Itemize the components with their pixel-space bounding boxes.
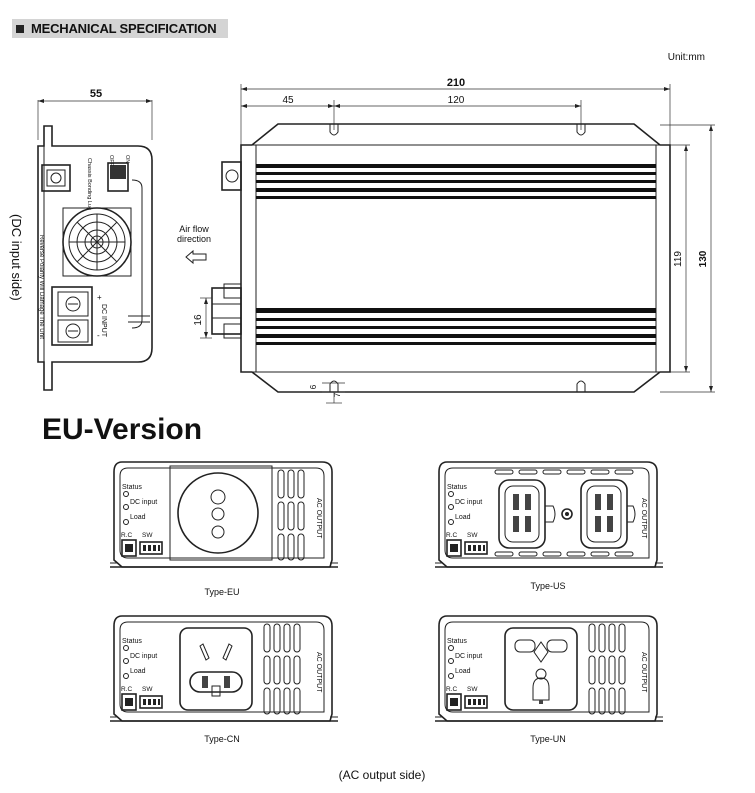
ac-output-label: AC OUTPUT <box>640 498 647 539</box>
dim-inner-height: 119 <box>673 251 684 267</box>
dim-bracket: 16 <box>193 314 204 326</box>
sw-label: SW <box>467 532 478 539</box>
top-view: 210 45 120 119 130 <box>193 77 715 404</box>
sw-label: SW <box>142 532 153 539</box>
rc-label: R.C <box>121 686 133 693</box>
dc-input-led-label: DC input <box>455 499 482 506</box>
ac-output-side-label: (AC output side) <box>339 768 426 782</box>
switch-off-label: OFF <box>108 155 114 167</box>
type-un-label: Type-UN <box>530 734 566 744</box>
status-label: Status <box>447 638 467 645</box>
dc-input-led-label: DC input <box>130 653 157 660</box>
dc-input-led-label: DC input <box>130 499 157 506</box>
dim-hole-spacing: 120 <box>448 95 465 106</box>
dim-foot-a: 6 <box>309 384 318 389</box>
side-view: 55 ON OFF Chassis Bonding Lug Reverse Po… <box>37 88 153 391</box>
rc-label: R.C <box>446 532 458 539</box>
unit-label: Unit:mm <box>668 52 705 63</box>
ac-output-label: AC OUTPUT <box>640 652 647 693</box>
ac-output-label: AC OUTPUT <box>315 652 322 693</box>
load-label: Load <box>455 668 471 675</box>
load-label: Load <box>130 514 146 521</box>
section-header: MECHANICAL SPECIFICATION <box>12 19 228 38</box>
status-label: Status <box>122 638 142 645</box>
rc-label: R.C <box>446 686 458 693</box>
panel-type-cn: Status DC input Load R.C SW AC OUTPUT <box>109 615 339 722</box>
ground-label: Chassis Bonding Lug <box>86 158 92 210</box>
dc-input-label: DC INPUT <box>100 304 107 338</box>
dim-total-length: 210 <box>447 77 465 89</box>
dim-offset: 45 <box>282 95 294 106</box>
type-cn-label: Type-CN <box>204 734 240 744</box>
sw-label: SW <box>467 686 478 693</box>
load-label: Load <box>130 668 146 675</box>
plus-label: + <box>97 293 102 302</box>
sw-label: SW <box>142 686 153 693</box>
dc-input-led-label: DC input <box>455 653 482 660</box>
switch-on-label: ON <box>124 155 130 163</box>
status-label: Status <box>122 484 142 491</box>
load-label: Load <box>455 514 471 521</box>
header-square-icon <box>16 25 24 33</box>
version-title: EU-Version <box>42 413 202 446</box>
header-title: MECHANICAL SPECIFICATION <box>31 21 217 36</box>
airflow-line2: direction <box>177 234 211 244</box>
type-us-label: Type-US <box>530 581 565 591</box>
dim-total-height: 130 <box>698 250 709 267</box>
panel-type-us: Status DC input Load R.C SW <box>434 461 664 568</box>
minus-label: - <box>97 331 100 340</box>
rc-label: R.C <box>121 532 133 539</box>
dim-foot-b: 7 <box>333 392 342 397</box>
status-label: Status <box>447 484 467 491</box>
type-eu-label: Type-EU <box>204 587 239 597</box>
ac-output-label: AC OUTPUT <box>315 498 322 539</box>
dim-side-width: 55 <box>90 88 102 100</box>
airflow-line1: Air flow <box>179 224 209 234</box>
warning-text: Reverse Polarity Will Damage The Unit <box>38 235 44 339</box>
dc-input-side-label: (DC input side) <box>9 214 24 301</box>
panel-type-eu: Status DC input Load R.C SW AC OUTPUT <box>109 461 339 568</box>
airflow-arrow-icon <box>185 249 207 265</box>
panel-type-un: Status DC input Load R.C SW AC OUTPUT <box>434 615 664 722</box>
